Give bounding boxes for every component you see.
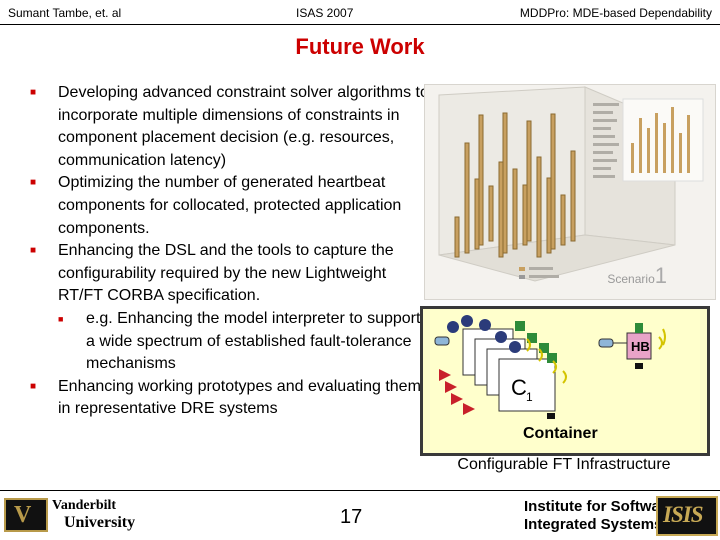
decorative-bar bbox=[478, 114, 484, 246]
decorative-bar bbox=[536, 156, 542, 258]
component-diagram: HB C 1 bbox=[434, 315, 666, 419]
decorative-bar bbox=[560, 194, 566, 246]
decorative-mini-bar bbox=[655, 113, 658, 173]
isis-name-line1: Institute for Software bbox=[524, 498, 675, 515]
decorative-mini-bar bbox=[639, 118, 642, 173]
bullet-square-icon: ■ bbox=[30, 87, 37, 98]
slide-title: Future Work bbox=[295, 34, 425, 59]
decorative-mini-bar bbox=[631, 143, 634, 173]
hb-label: HB bbox=[631, 339, 650, 354]
page-number: 17 bbox=[340, 506, 363, 528]
decorative-bar bbox=[512, 168, 518, 250]
isis-logo: ISIS bbox=[656, 496, 718, 536]
bullet-text: Developing advanced constraint solver al… bbox=[58, 84, 429, 169]
vanderbilt-name-line1: Vanderbilt bbox=[52, 498, 117, 513]
bullet-item: ■ Enhancing the DSL and the tools to capt… bbox=[30, 240, 430, 308]
decorative-bar bbox=[454, 216, 460, 258]
decorative-bar bbox=[502, 112, 508, 254]
scenario-word: Scenario bbox=[607, 272, 655, 286]
header-topic: MDDPro: MDE-based Dependability bbox=[519, 6, 712, 20]
vanderbilt-emblem: V bbox=[4, 498, 48, 532]
decorative-bar bbox=[550, 113, 556, 250]
bullet-item: ■ Optimizing the number of generated hear… bbox=[30, 172, 430, 240]
bullet-text: Optimizing the number of generated heart… bbox=[58, 174, 402, 237]
bullet-text: Enhancing working prototypes and evaluat… bbox=[58, 377, 421, 418]
decorative-mini-bar bbox=[687, 115, 690, 173]
decorative-bar bbox=[464, 142, 470, 254]
sub-bullet-item: ■ e.g. Enhancing the model interpreter to… bbox=[30, 308, 430, 376]
vanderbilt-emblem-letter: V bbox=[14, 502, 32, 528]
chart-graphic bbox=[438, 86, 704, 282]
scenario-number: 1 bbox=[654, 263, 667, 288]
sub-bullet-text: e.g. Enhancing the model interpreter to … bbox=[86, 309, 421, 373]
component-stack bbox=[462, 328, 556, 412]
bullet-square-icon: ■ bbox=[30, 245, 37, 257]
decorative-bar bbox=[474, 178, 480, 250]
diagram-caption: Configurable FT Infrastructure bbox=[457, 456, 671, 473]
decorative-bar bbox=[526, 120, 532, 242]
bullet-item: ■ Developing advanced constraint solver a… bbox=[30, 82, 430, 172]
decorative-bar bbox=[546, 177, 552, 254]
header-rule bbox=[0, 24, 720, 25]
header-venue: ISAS 2007 bbox=[296, 6, 354, 20]
decorative-bar bbox=[570, 150, 576, 242]
component-subscript: 1 bbox=[526, 390, 533, 404]
isis-logo-text: ISIS bbox=[663, 502, 703, 527]
footer-rule bbox=[0, 490, 720, 491]
bullet-text: Enhancing the DSL and the tools to captu… bbox=[58, 242, 394, 305]
scenario-label: Scenario1 bbox=[607, 263, 667, 289]
bullet-square-icon: ■ bbox=[30, 177, 37, 189]
decorative-mini-bar bbox=[663, 123, 666, 173]
container-label: Container bbox=[523, 425, 598, 442]
vanderbilt-name-line2: University bbox=[64, 514, 136, 531]
bullet-square-icon: ■ bbox=[58, 313, 64, 324]
bullet-square-icon: ■ bbox=[30, 380, 37, 392]
decorative-mini-bar bbox=[647, 128, 650, 173]
bullet-item: ■ Enhancing working prototypes and evalua… bbox=[30, 376, 430, 421]
bullet-list: ■ Developing advanced constraint solver a… bbox=[30, 82, 430, 421]
ft-infrastructure-diagram: HB C 1 Container bbox=[420, 306, 710, 456]
component-label: C bbox=[511, 375, 527, 400]
decorative-bar bbox=[488, 185, 494, 242]
vanderbilt-logo: V Vanderbilt University bbox=[4, 496, 136, 536]
header-author: Sumant Tambe, et. al bbox=[8, 6, 122, 20]
decorative-bar bbox=[498, 161, 504, 258]
decorative-mini-bar bbox=[671, 107, 674, 173]
decorative-mini-bar bbox=[679, 133, 682, 173]
isis-name-line2: Integrated Systems bbox=[524, 516, 663, 533]
decorative-bar bbox=[522, 184, 528, 246]
scenario-chart-image: Scenario1 bbox=[424, 84, 716, 300]
